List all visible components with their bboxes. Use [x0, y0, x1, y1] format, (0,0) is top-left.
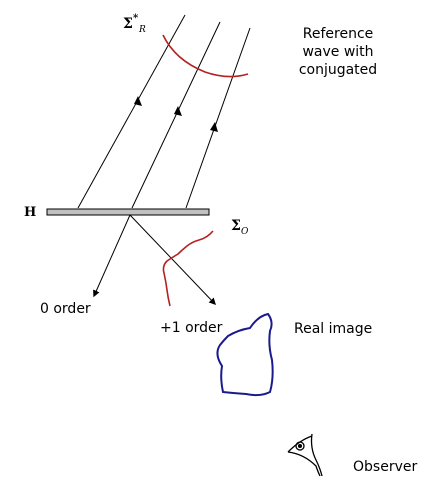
hologram-plate: [46, 208, 210, 216]
reference-wave-label-line3: conjugated: [299, 62, 377, 78]
reference-ray-1-arrowhead: [134, 96, 142, 106]
plus-one-order-label: +1 order: [160, 320, 223, 336]
reference-wavefront: [162, 34, 249, 78]
observer-label: Observer: [353, 459, 417, 475]
sigma-o-subscript: O: [241, 227, 249, 237]
reference-wave-label-line2: wave with: [302, 44, 373, 60]
zero-order-ray: [93, 214, 131, 298]
plus-one-order-ray: [129, 214, 216, 306]
eye-icon: [287, 433, 323, 477]
sigma-r-label: Σ: [123, 16, 133, 32]
reference-ray-3-arrowhead: [210, 122, 218, 132]
reference-ray-1: [77, 14, 186, 209]
object-wavefront: [162, 230, 214, 307]
zero-order-label: 0 order: [40, 301, 91, 317]
real-image-label: Real image: [294, 321, 372, 337]
reference-wave-label-line1: Reference: [303, 26, 374, 42]
hologram-label: H: [24, 205, 36, 220]
sigma-o-label: Σ: [231, 218, 241, 234]
sigma-r-superscript: *: [133, 13, 139, 24]
reference-ray-3: [185, 27, 251, 209]
reference-ray-2-arrowhead: [174, 106, 182, 116]
reference-ray-2: [131, 21, 221, 209]
real-image-shape: [216, 312, 274, 397]
sigma-r-subscript: R: [138, 25, 146, 35]
